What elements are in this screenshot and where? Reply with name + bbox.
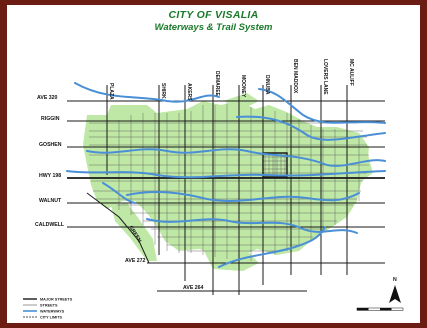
city-map: PLAZA SHIRK AKERS DEMAREE MOONEY DINUBA … <box>23 59 404 320</box>
street-label-goshen: GOSHEN <box>39 142 62 148</box>
street-label-ave-320: AVE 320 <box>37 95 57 101</box>
city-area-south-lobe <box>203 249 259 271</box>
street-label-mc-auliff: MC AULIFF <box>348 59 354 86</box>
north-arrow: N <box>389 277 401 303</box>
city-area-west-strip <box>111 203 157 261</box>
waterway-goshen <box>86 148 386 167</box>
map-subtitle: Waterways & Trail System <box>154 22 273 33</box>
major-streets <box>67 85 385 295</box>
city-area-east-lobe <box>347 151 373 183</box>
street-label-akers: AKERS <box>186 83 192 101</box>
street-label-ave-272: AVE 272 <box>125 258 145 264</box>
street-label-mooney: MOONEY <box>240 75 246 98</box>
city-area <box>83 93 373 271</box>
street-label-caldwell: CALDWELL <box>35 222 65 228</box>
legend-label-streets: STREETS <box>40 304 58 308</box>
street-label-ben-maddox: BEN MADDOX <box>292 59 298 94</box>
waterway-packwood <box>126 191 360 202</box>
street-label-demaree: DEMAREE <box>214 71 220 97</box>
scale-bar-segment <box>380 308 392 311</box>
street-label-walnut: WALNUT <box>39 198 62 204</box>
waterway-northeast <box>258 88 386 124</box>
map-title: CITY OF VISALIA <box>168 9 259 21</box>
downtown-loop <box>262 152 288 178</box>
title-block: CITY OF VISALIA Waterways & Trail System <box>7 9 420 33</box>
map-frame: CITY OF VISALIA Waterways & Trail System <box>7 5 420 323</box>
waterway-west-branch <box>102 182 136 204</box>
street-label-riggin: RIGGIN <box>41 116 60 122</box>
waterway-riggin <box>236 115 386 141</box>
waterways <box>66 82 386 268</box>
major-street-green-diagonal <box>86 192 150 264</box>
street-label-lovers-lane: LOVERS LANE <box>322 59 328 95</box>
waterway-south <box>146 218 358 234</box>
map-legend: MAJOR STREETS STREETS WATERWAYS CITY LIM… <box>23 298 73 320</box>
legend-label-city-limits: CITY LIMITS <box>40 316 63 320</box>
street-label-hwy-198: HWY 198 <box>39 173 61 179</box>
waterway-mill-creek <box>66 170 386 179</box>
downtown-dense-grid <box>263 153 287 177</box>
street-label-shirk: SHIRK <box>160 83 166 99</box>
minor-streets <box>89 103 369 261</box>
street-label-plaza: PLAZA <box>108 83 114 100</box>
scale-bar <box>356 307 404 311</box>
street-label-ave-264: AVE 264 <box>183 285 203 291</box>
north-arrow-icon <box>389 285 401 303</box>
north-arrow-label: N <box>393 277 397 283</box>
waterway-north <box>74 82 220 103</box>
waterway-southeast <box>218 226 326 268</box>
vertical-street-labels: PLAZA SHIRK AKERS DEMAREE MOONEY DINUBA … <box>108 59 354 101</box>
legend-label-waterways: WATERWAYS <box>40 310 65 314</box>
city-area-main <box>83 101 369 257</box>
legend-label-major-streets: MAJOR STREETS <box>40 298 73 302</box>
street-label-dinuba: DINUBA <box>264 75 270 95</box>
scale-bar-segment <box>357 308 369 311</box>
